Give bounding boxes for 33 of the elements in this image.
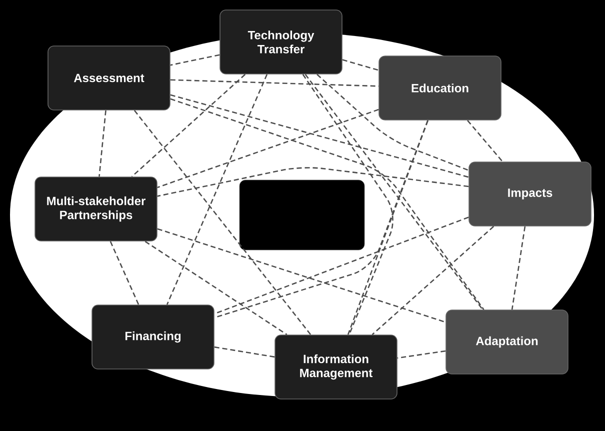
dashed-connector <box>467 120 503 162</box>
dashed-connector <box>214 346 275 358</box>
topic-box: Adaptation <box>446 310 568 374</box>
topic-box: Information Management <box>274 334 398 400</box>
dashed-connector <box>98 110 106 177</box>
topic-box: Multi-stakeholder Partnerships <box>34 176 158 242</box>
dashed-connector <box>110 241 140 305</box>
dashed-connector <box>157 108 379 188</box>
dashed-connector <box>157 167 469 197</box>
dashed-connector <box>131 74 246 178</box>
dashed-connector <box>342 59 379 71</box>
dashed-connector <box>304 74 484 310</box>
center-box <box>239 180 365 250</box>
dashed-connector <box>166 74 268 305</box>
topic-box: Impacts <box>468 162 592 226</box>
dashed-connector <box>214 120 428 318</box>
dashed-connector <box>316 74 469 171</box>
dashed-connector <box>214 216 469 314</box>
dashed-connector <box>144 240 288 336</box>
topic-box: Financing <box>92 304 214 370</box>
dashed-connector <box>302 74 394 335</box>
topic-box: Education <box>378 56 502 120</box>
topic-box: Technology Transfer <box>220 10 342 74</box>
dashed-connector <box>397 350 446 359</box>
dashed-connector <box>511 226 526 310</box>
dashed-connector <box>372 226 494 336</box>
dashed-connector <box>170 98 484 310</box>
dashed-connector <box>347 120 429 335</box>
dashed-connector <box>134 110 312 335</box>
dashed-connector <box>170 54 220 66</box>
topic-box: Assessment <box>48 46 170 110</box>
dashed-connector <box>170 94 469 178</box>
dashed-connector <box>157 228 446 323</box>
